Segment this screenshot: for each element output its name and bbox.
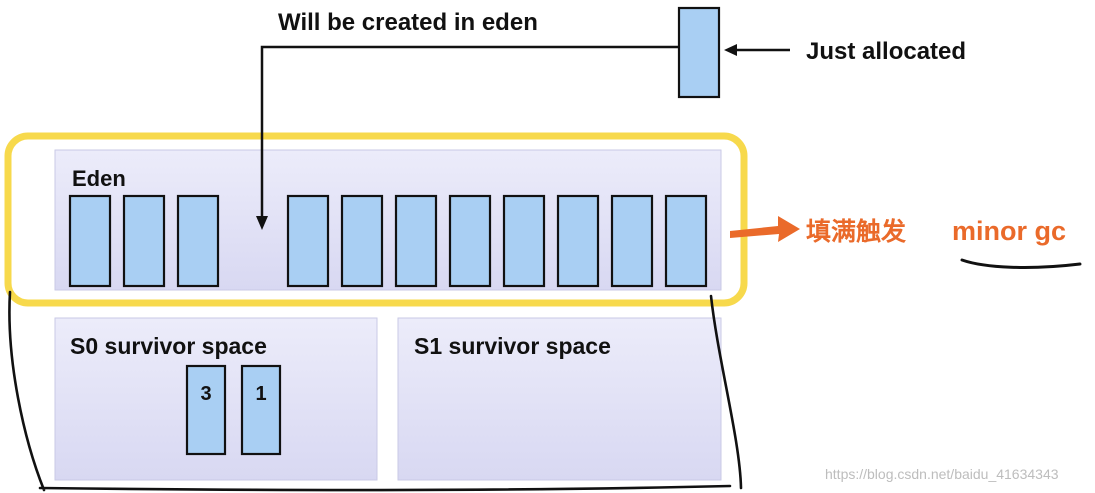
trigger-annotation-cn: 填满触发	[806, 217, 906, 246]
just-allocated-object	[677, 6, 721, 99]
eden-object	[556, 194, 600, 288]
s0-objects: 3 1	[185, 364, 282, 456]
just-allocated-arrow-head	[724, 44, 737, 56]
s1-label: S1 survivor space	[414, 333, 611, 359]
hand-underline	[960, 258, 1082, 269]
eden-object	[122, 194, 166, 288]
trigger-annotation-gc: minor gc	[952, 216, 1066, 246]
eden-object	[286, 194, 330, 288]
eden-object	[176, 194, 220, 288]
eden-object	[502, 194, 546, 288]
eden-highlight	[4, 132, 748, 307]
allocation-path-arrow	[260, 45, 678, 218]
just-allocated-label: Just allocated	[806, 38, 966, 65]
eden-object	[664, 194, 708, 288]
eden-object	[394, 194, 438, 288]
s0-object	[240, 364, 282, 456]
s0-object-label: 1	[255, 383, 266, 405]
eden-object	[610, 194, 654, 288]
eden-object	[68, 194, 112, 288]
top-caption: Will be created in eden	[278, 9, 538, 36]
eden-objects	[68, 194, 708, 288]
s1-region	[397, 317, 722, 481]
allocation-path-arrow-head	[256, 216, 268, 230]
watermark: https://blog.csdn.net/baidu_41634343	[825, 466, 1059, 482]
trigger-arrow	[730, 216, 800, 242]
eden-object	[448, 194, 492, 288]
eden-region	[54, 149, 722, 291]
hand-bracket	[8, 290, 743, 492]
s0-object	[185, 364, 227, 456]
s0-object-label: 3	[200, 383, 211, 405]
s0-label: S0 survivor space	[70, 333, 267, 359]
eden-object	[340, 194, 384, 288]
eden-label: Eden	[72, 166, 126, 191]
